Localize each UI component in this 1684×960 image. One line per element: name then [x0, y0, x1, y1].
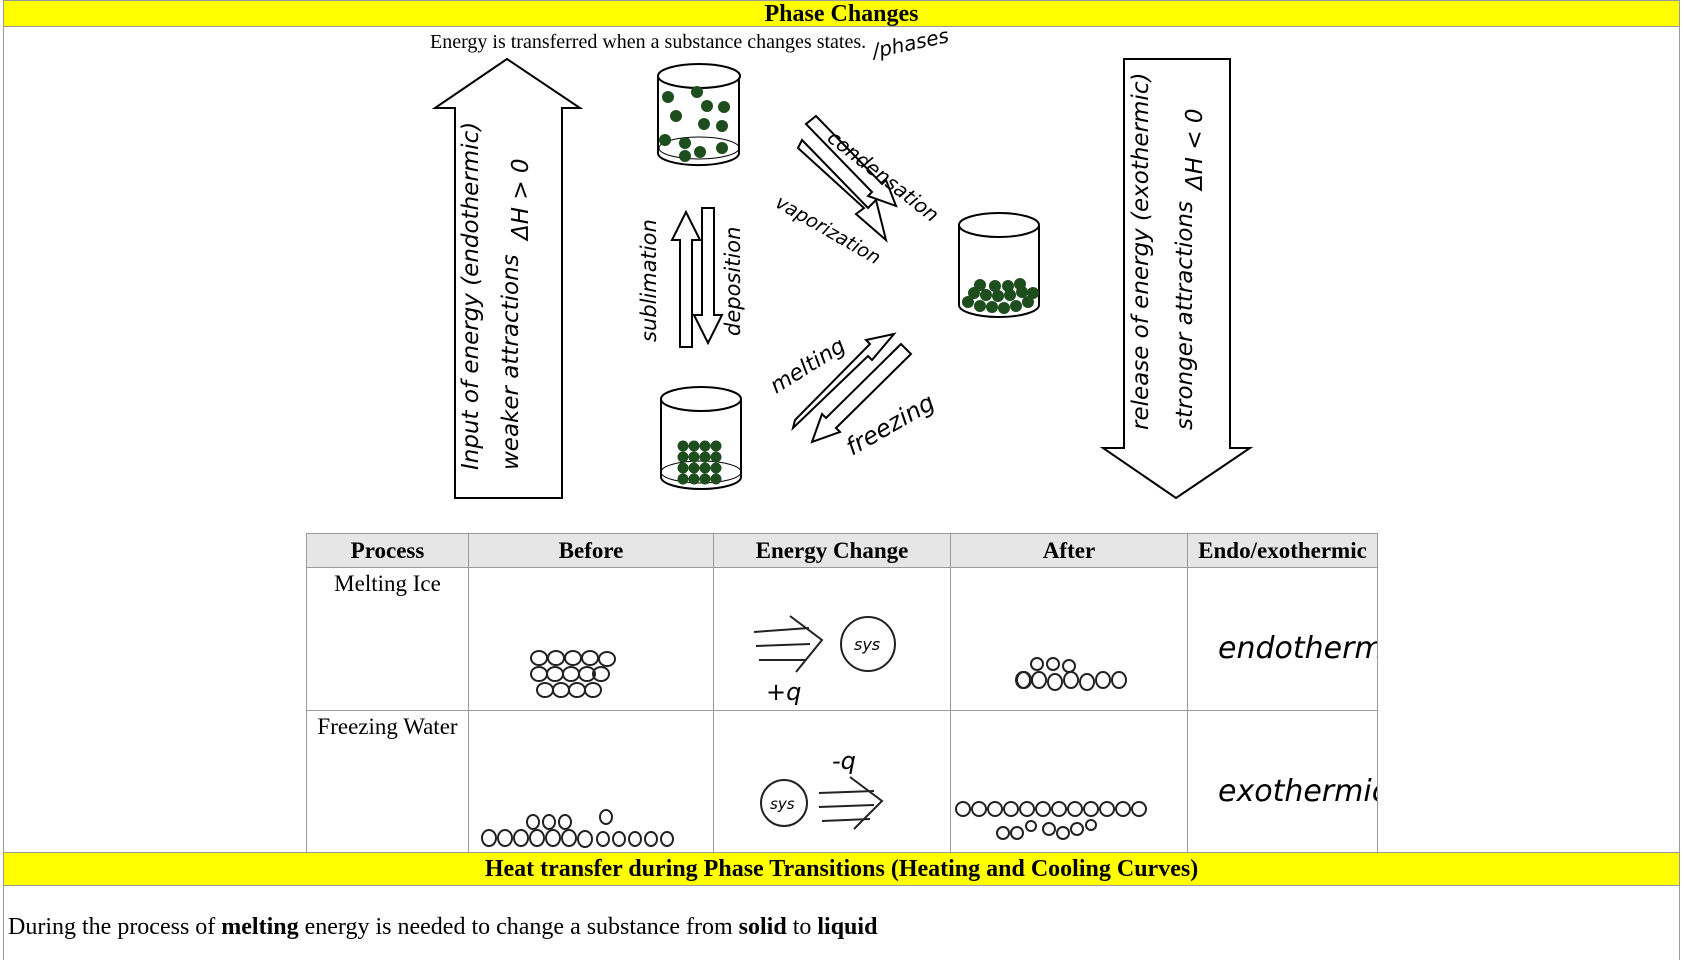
- process-cell: Freezing Water: [306, 710, 469, 854]
- process-type: endothermic: [1218, 631, 1377, 666]
- header-before: Before: [468, 533, 714, 568]
- intro-text: Energy is transferred when a substance c…: [430, 31, 867, 53]
- weaker-attractions-label: weaker attractions: [498, 254, 524, 470]
- endo-exo-cell: endothermic: [1187, 567, 1378, 711]
- energy-out-sketch: sys -q: [760, 747, 884, 830]
- melting-label: melting: [766, 334, 850, 400]
- paragraph-text: During the process of: [8, 914, 222, 940]
- intro-handwritten-note: /phases: [868, 23, 951, 63]
- stronger-attractions-label: stronger attractions: [1172, 201, 1198, 430]
- sys-label: sys: [854, 635, 880, 654]
- before-cell: [468, 710, 714, 854]
- solid-particles-sketch: [530, 650, 616, 698]
- exothermic-label: release of energy (exothermic): [1128, 73, 1154, 430]
- melting-paragraph: During the process of melting energy is …: [8, 914, 877, 941]
- phase-process-table: Process Before Energy Change After Endo/…: [306, 533, 1378, 854]
- endothermic-arrow: Input of energy (endothermic) weaker att…: [431, 57, 584, 499]
- section-header-heat-transfer: Heat transfer during Phase Transitions (…: [3, 852, 1680, 886]
- delta-h-negative-label: ΔH < 0: [1182, 108, 1208, 192]
- sublimation-label: sublimation: [637, 219, 661, 342]
- liquid-particles-sketch: [481, 809, 674, 848]
- energy-change-cell: sys +q: [713, 567, 951, 711]
- vaporization-label: vaporization: [772, 191, 885, 269]
- after-cell: [950, 567, 1188, 711]
- table-header-row: Process Before Energy Change After Endo/…: [306, 533, 1378, 568]
- process-name: Melting Ice: [334, 571, 441, 596]
- energy-change-cell: sys -q: [713, 710, 951, 854]
- endothermic-handwriting: endothermic: [1218, 631, 1377, 666]
- q-label: -q: [832, 747, 856, 775]
- solid-particles-sketch: [955, 801, 1147, 840]
- process-type: exothermic: [1218, 774, 1377, 809]
- delta-h-positive-label: ΔH > 0: [508, 158, 534, 242]
- condensation-label: condensation: [823, 125, 944, 227]
- paragraph-bold-melting: melting: [221, 914, 299, 940]
- q-label: +q: [766, 678, 801, 706]
- table-row: Melting Ice sys: [306, 567, 1378, 711]
- paragraph-bold-liquid: liquid: [817, 914, 878, 940]
- header-endo-exothermic: Endo/exothermic: [1187, 533, 1378, 568]
- content-panel: [3, 27, 1680, 852]
- liquid-particles-sketch: [1015, 657, 1127, 691]
- before-cell: [468, 567, 714, 711]
- process-cell: Melting Ice: [306, 567, 469, 711]
- melting-freezing-arrows: [791, 332, 913, 444]
- paragraph-bold-solid: solid: [738, 914, 787, 940]
- sys-label: sys: [770, 795, 795, 813]
- exothermic-handwriting: exothermic: [1218, 774, 1377, 809]
- paragraph-text: to: [786, 914, 818, 940]
- liquid-beaker: [958, 212, 1040, 318]
- paragraph-text: energy is needed to change a substance f…: [298, 914, 739, 940]
- solid-beaker: [660, 386, 742, 490]
- endo-exo-cell: exothermic: [1187, 710, 1378, 854]
- gas-beaker: [657, 63, 741, 167]
- condensation-vaporization-arrows: [796, 114, 898, 243]
- header-process: Process: [306, 533, 469, 568]
- header-energy-change: Energy Change: [713, 533, 951, 568]
- endothermic-label: Input of energy (endothermic): [458, 122, 484, 470]
- sublimation-deposition-arrows: [670, 207, 724, 348]
- section-header-phase-changes: Phase Changes: [3, 0, 1680, 27]
- header-after: After: [950, 533, 1188, 568]
- energy-in-sketch: sys +q: [753, 615, 896, 706]
- intro-sentence: Energy is transferred when a substance c…: [430, 31, 866, 54]
- content-panel: [3, 886, 1680, 960]
- deposition-label: deposition: [721, 227, 745, 336]
- process-name: Freezing Water: [317, 714, 458, 739]
- exothermic-arrow: release of energy (exothermic) stronger …: [1099, 58, 1254, 500]
- table-row: Freezing Water sys -q: [306, 710, 1378, 854]
- after-cell: [950, 710, 1188, 854]
- phase-change-diagram: /phases Input of energy (endothermic) we…: [431, 23, 1254, 500]
